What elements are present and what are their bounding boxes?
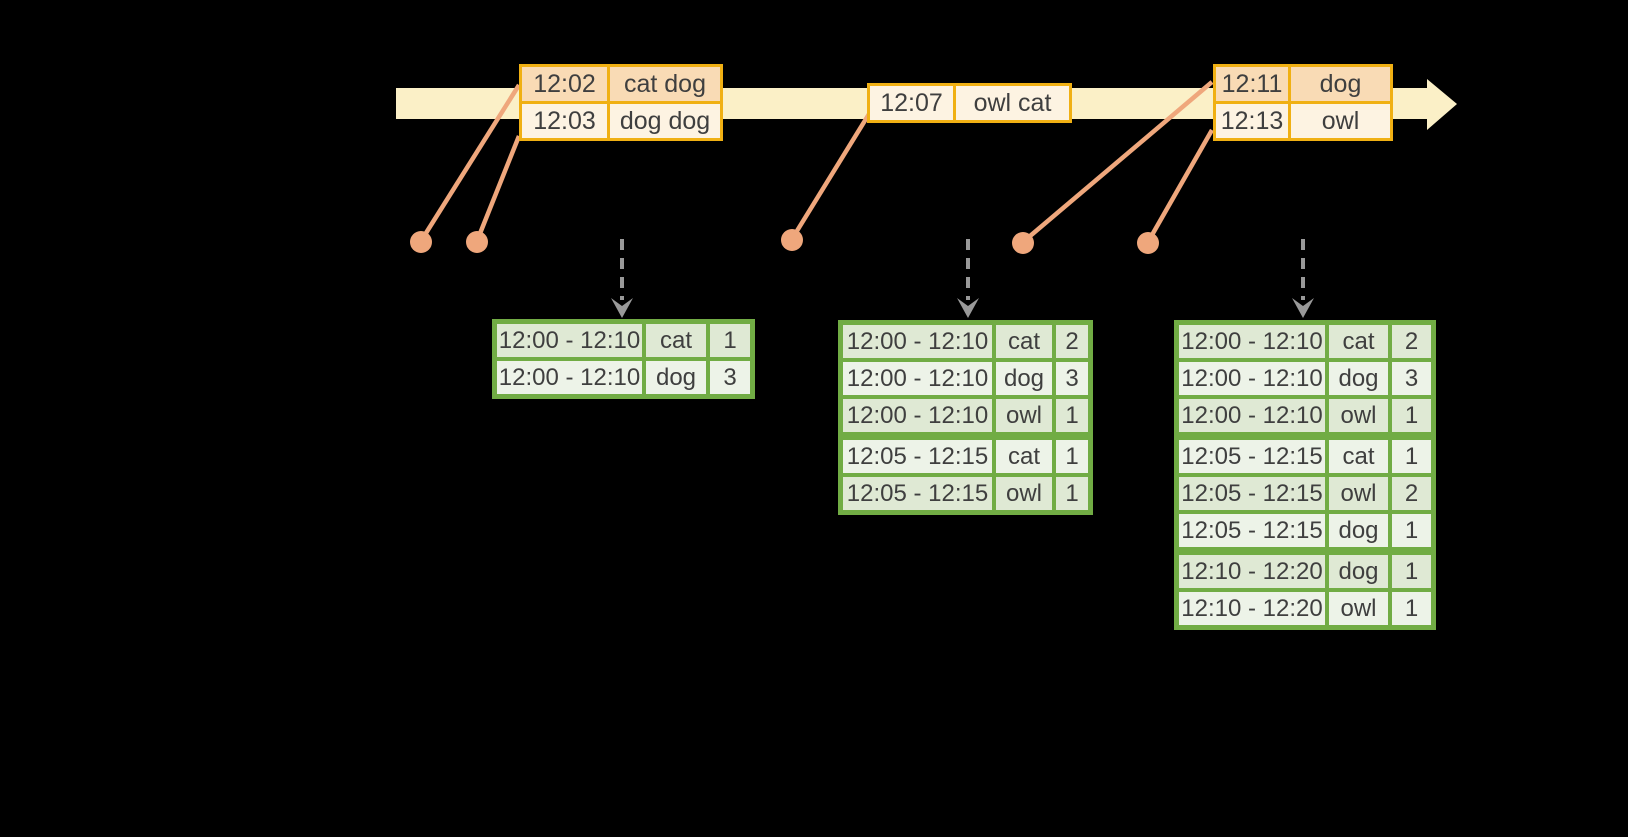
event-line-1203 xyxy=(474,135,522,242)
event-dot-1203 xyxy=(466,231,488,253)
count-cell: 1 xyxy=(1056,440,1088,473)
word-cell: owl xyxy=(1329,592,1388,625)
event-time-cell: 12:11 xyxy=(1216,67,1288,101)
word-cell: cat xyxy=(1329,440,1388,473)
word-cell: cat xyxy=(1329,325,1388,358)
event-words-cell: owl xyxy=(1291,104,1390,138)
event-time-cell: 12:13 xyxy=(1216,104,1288,138)
word-cell: dog xyxy=(996,362,1052,395)
result-row: 12:00 - 12:10 owl 1 xyxy=(1179,399,1431,432)
window-cell: 12:00 - 12:10 xyxy=(843,325,992,358)
event-words-cell: dog dog xyxy=(610,104,720,138)
count-cell: 2 xyxy=(1056,325,1088,358)
event-table-2: 12:07 owl cat xyxy=(867,83,1072,123)
window-cell: 12:05 - 12:15 xyxy=(1179,477,1325,510)
window-cell: 12:00 - 12:10 xyxy=(497,324,642,357)
word-cell: cat xyxy=(996,325,1052,358)
window-cell: 12:05 - 12:15 xyxy=(843,477,992,510)
result-row: 12:00 - 12:10 cat 2 xyxy=(843,325,1088,358)
window-cell: 12:10 - 12:20 xyxy=(1179,592,1325,625)
window-cell: 12:00 - 12:10 xyxy=(497,361,642,394)
count-cell: 3 xyxy=(1392,362,1431,395)
result-row: 12:00 - 12:10 cat 1 xyxy=(497,324,750,357)
event-time-cell: 12:02 xyxy=(522,67,607,101)
event-time-cell: 12:03 xyxy=(522,104,607,138)
event-dot-1202 xyxy=(410,231,432,253)
word-cell: dog xyxy=(1329,362,1388,395)
result-row: 12:00 - 12:10 cat 2 xyxy=(1179,325,1431,358)
event-table-3: 12:11 dog 12:13 owl xyxy=(1213,64,1393,141)
count-cell: 1 xyxy=(1392,440,1431,473)
result-row: 12:00 - 12:10 dog 3 xyxy=(843,362,1088,395)
word-cell: dog xyxy=(646,361,706,394)
count-cell: 1 xyxy=(1056,477,1088,510)
trigger-arrow-head-icon-2 xyxy=(957,298,979,318)
window-cell: 12:10 - 12:20 xyxy=(1179,555,1325,588)
event-time-cell: 12:07 xyxy=(870,86,953,120)
event-dot-1207 xyxy=(781,229,803,251)
count-cell: 1 xyxy=(710,324,750,357)
result-table-2: 12:00 - 12:10 cat 2 12:00 - 12:10 dog 3 … xyxy=(838,320,1093,515)
result-table-3: 12:00 - 12:10 cat 2 12:00 - 12:10 dog 3 … xyxy=(1174,320,1436,630)
event-table-1: 12:02 cat dog 12:03 dog dog xyxy=(519,64,723,141)
event-row: 12:11 dog xyxy=(1216,67,1390,101)
word-cell: cat xyxy=(996,440,1052,473)
count-cell: 3 xyxy=(710,361,750,394)
event-row: 12:02 cat dog xyxy=(522,67,720,101)
word-cell: owl xyxy=(1329,477,1388,510)
event-words-cell: owl cat xyxy=(956,86,1069,120)
event-line-1202 xyxy=(419,83,521,243)
count-cell: 2 xyxy=(1392,477,1431,510)
count-cell: 1 xyxy=(1392,399,1431,432)
word-cell: owl xyxy=(996,477,1052,510)
event-marker-dots xyxy=(410,229,1159,254)
event-line-1213 xyxy=(1146,128,1214,244)
result-row: 12:10 - 12:20 dog 1 xyxy=(1179,555,1431,588)
window-cell: 12:00 - 12:10 xyxy=(843,362,992,395)
trigger-arrow-head-icon-3 xyxy=(1292,298,1314,318)
word-cell: cat xyxy=(646,324,706,357)
result-row: 12:00 - 12:10 dog 3 xyxy=(497,361,750,394)
window-cell: 12:05 - 12:15 xyxy=(1179,514,1325,547)
result-row: 12:05 - 12:15 dog 1 xyxy=(1179,514,1431,547)
word-cell: dog xyxy=(1329,514,1388,547)
event-marker-lines xyxy=(419,80,1214,244)
result-table-1: 12:00 - 12:10 cat 1 12:00 - 12:10 dog 3 xyxy=(492,319,755,399)
result-row: 12:05 - 12:15 cat 1 xyxy=(1179,440,1431,473)
timeline-arrow-head-icon xyxy=(1427,79,1457,130)
window-cell: 12:05 - 12:15 xyxy=(843,440,992,473)
result-row: 12:05 - 12:15 owl 2 xyxy=(1179,477,1431,510)
result-row: 12:10 - 12:20 owl 1 xyxy=(1179,592,1431,625)
result-row: 12:05 - 12:15 cat 1 xyxy=(843,440,1088,473)
event-row: 12:07 owl cat xyxy=(870,86,1069,120)
count-cell: 1 xyxy=(1392,592,1431,625)
event-words-cell: cat dog xyxy=(610,67,720,101)
trigger-arrow-head-icon-1 xyxy=(611,298,633,318)
window-cell: 12:00 - 12:10 xyxy=(843,399,992,432)
trigger-arrow-lines xyxy=(620,239,1305,300)
result-row: 12:00 - 12:10 dog 3 xyxy=(1179,362,1431,395)
word-cell: dog xyxy=(1329,555,1388,588)
word-cell: owl xyxy=(1329,399,1388,432)
trigger-arrow-heads xyxy=(611,298,1314,318)
result-row: 12:05 - 12:15 owl 1 xyxy=(843,477,1088,510)
event-dot-1211 xyxy=(1012,232,1034,254)
window-cell: 12:00 - 12:10 xyxy=(1179,325,1325,358)
event-dot-1213 xyxy=(1137,232,1159,254)
count-cell: 1 xyxy=(1056,399,1088,432)
word-cell: owl xyxy=(996,399,1052,432)
event-row: 12:13 owl xyxy=(1216,104,1390,138)
count-cell: 1 xyxy=(1392,514,1431,547)
count-cell: 1 xyxy=(1392,555,1431,588)
count-cell: 2 xyxy=(1392,325,1431,358)
event-line-1211 xyxy=(1021,80,1214,244)
event-line-1207 xyxy=(790,112,871,241)
window-cell: 12:05 - 12:15 xyxy=(1179,440,1325,473)
window-cell: 12:00 - 12:10 xyxy=(1179,399,1325,432)
event-words-cell: dog xyxy=(1291,67,1390,101)
window-cell: 12:00 - 12:10 xyxy=(1179,362,1325,395)
count-cell: 3 xyxy=(1056,362,1088,395)
result-row: 12:00 - 12:10 owl 1 xyxy=(843,399,1088,432)
event-row: 12:03 dog dog xyxy=(522,104,720,138)
